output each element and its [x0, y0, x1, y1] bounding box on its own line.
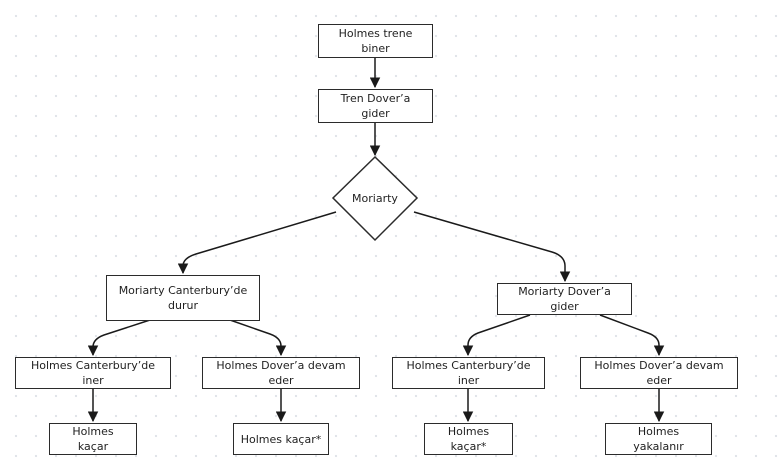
- node-holmes-canterburyde-iner-left[interactable]: Holmes Canterbury’de iner: [15, 357, 171, 389]
- node-holmes-trene-biner[interactable]: Holmes trene biner: [318, 24, 433, 58]
- node-holmes-canterburyde-iner-right[interactable]: Holmes Canterbury’de iner: [392, 357, 545, 389]
- edge-m-canterbury-to-h-canterbury: [87, 319, 151, 357]
- node-holmes-kacar-3[interactable]: Holmes kaçar*: [424, 423, 513, 455]
- node-tren-dovera-gider[interactable]: Tren Dover’a gider: [318, 89, 433, 123]
- node-holmes-kacar-2[interactable]: Holmes kaçar*: [233, 423, 329, 455]
- node-moriarty-dovera-gider[interactable]: Moriarty Dover’a gider: [497, 283, 632, 315]
- node-holmes-dovera-devam-eder-right[interactable]: Holmes Dover’a devam eder: [580, 357, 738, 389]
- node-moriarty-canterburyde-durur[interactable]: Moriarty Canterbury’de durur: [106, 275, 260, 321]
- edge-moriarty-to-m-canterbury: [177, 211, 337, 275]
- node-holmes-kacar-1[interactable]: Holmes kaçar: [49, 423, 137, 455]
- edge-moriarty-to-m-dover: [413, 211, 571, 283]
- decision-diamond-moriarty[interactable]: [331, 155, 419, 242]
- node-holmes-yakalanir[interactable]: Holmes yakalanır: [605, 423, 712, 455]
- decision-label-moriarty: Moriarty: [352, 191, 398, 205]
- node-holmes-dovera-devam-eder-left[interactable]: Holmes Dover’a devam eder: [202, 357, 360, 389]
- edge-m-canterbury-to-h-dover: [229, 319, 287, 357]
- edge-m-dover-to-h-dover: [599, 314, 665, 357]
- edge-m-dover-to-h-canterbury: [462, 314, 531, 357]
